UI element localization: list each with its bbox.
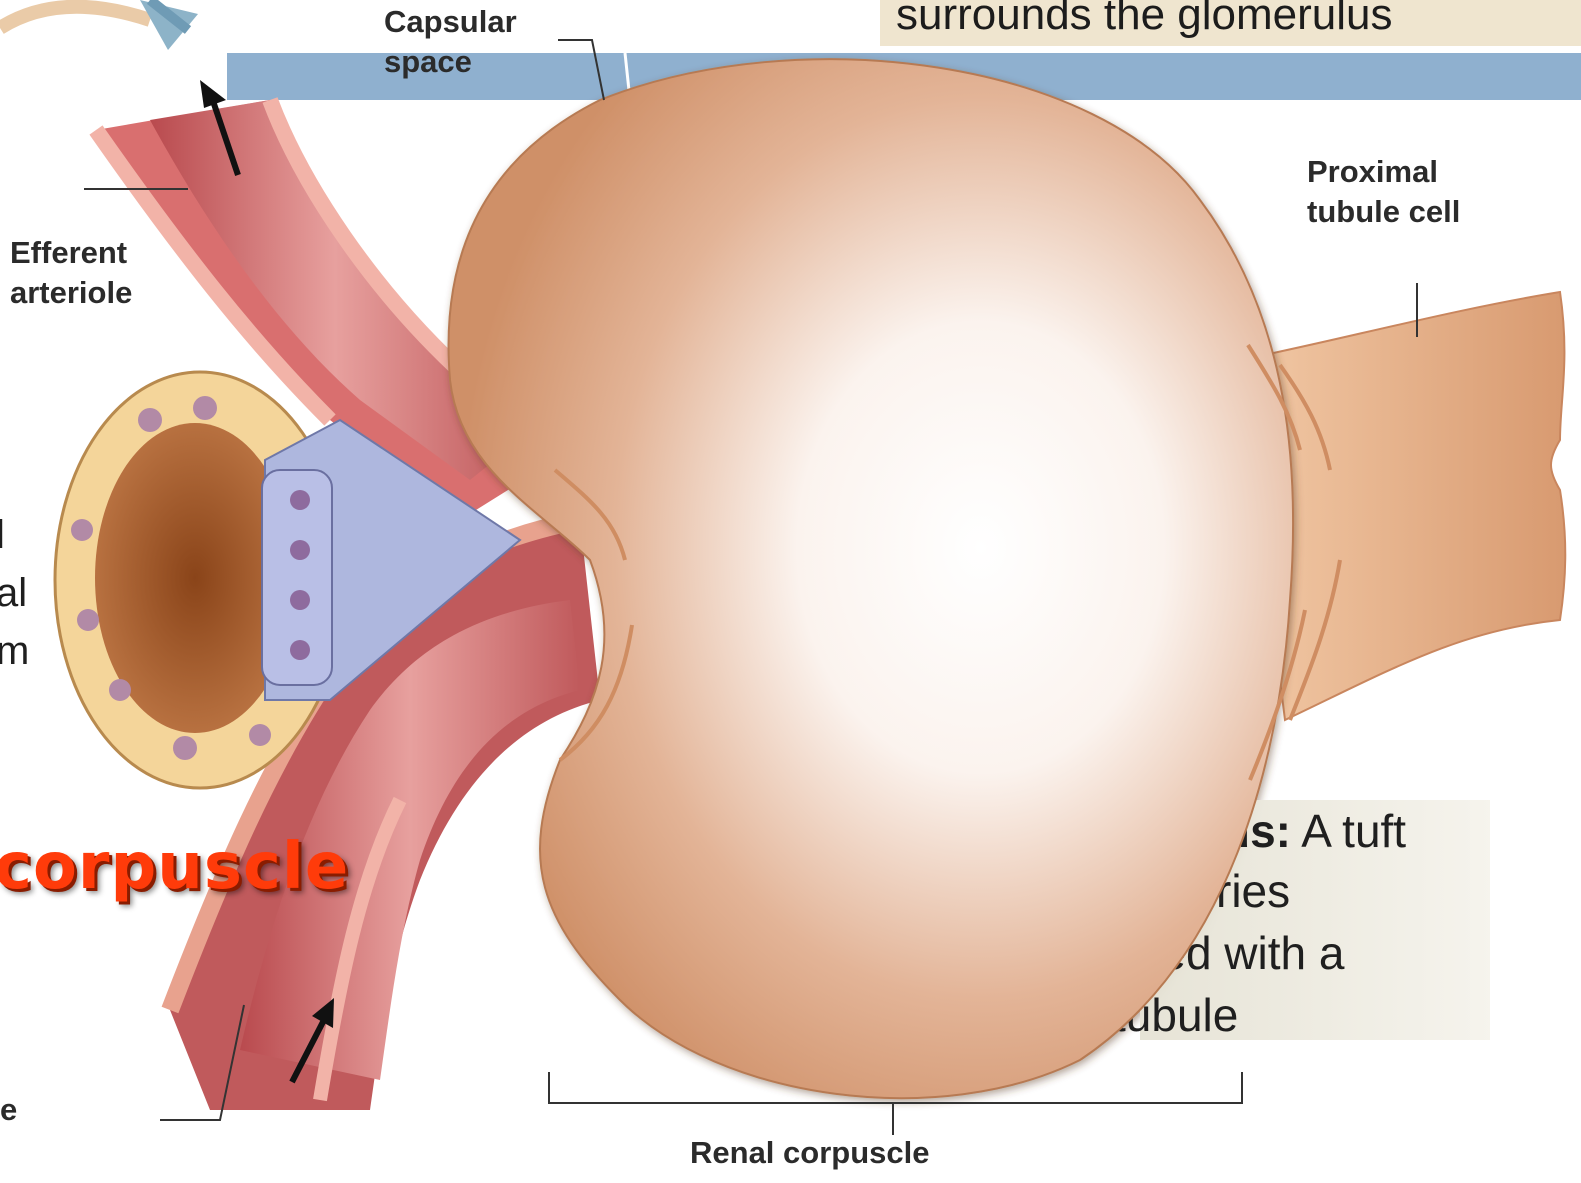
glomerulus-term: us: <box>1222 805 1291 857</box>
partial-left-line-3: m <box>0 622 29 680</box>
partial-bottom-label: e <box>0 1090 17 1130</box>
glomerulus-caption-line-4: l tubule <box>1090 986 1238 1044</box>
capsular-space-line-2: space <box>384 42 517 82</box>
top-caption: surrounds the glomerulus <box>896 0 1392 46</box>
glomerulus-caption: us: A tuft <box>1222 800 1482 862</box>
capsular-space-label: Capsular space <box>384 2 517 82</box>
corpuscle-title: corpuscle <box>0 830 349 904</box>
glomerulus-caption-line-2: ries <box>1216 862 1290 920</box>
renal-corpuscle-label: Renal corpuscle <box>690 1133 929 1173</box>
proximal-tubule-cell-label: Proximal tubule cell <box>1307 152 1460 232</box>
proximal-tubule-cell-line-1: Proximal <box>1307 152 1460 192</box>
capsular-space-line-1: Capsular <box>384 2 517 42</box>
proximal-tubule-cell-line-2: tubule cell <box>1307 192 1460 232</box>
glomerulus-line-1: A tuft <box>1291 805 1406 857</box>
glomerulus-caption-line-3: ated with a <box>1122 924 1344 982</box>
curved-arrow-icon <box>0 0 198 50</box>
efferent-arteriole-label: Efferent arteriole <box>10 233 132 313</box>
partial-left-label: l al m <box>0 506 29 680</box>
efferent-arteriole-line-1: Efferent <box>10 233 132 273</box>
partial-left-line-2: al <box>0 564 29 622</box>
partial-left-line-1: l <box>0 506 29 564</box>
efferent-arteriole-line-2: arteriole <box>10 273 132 313</box>
